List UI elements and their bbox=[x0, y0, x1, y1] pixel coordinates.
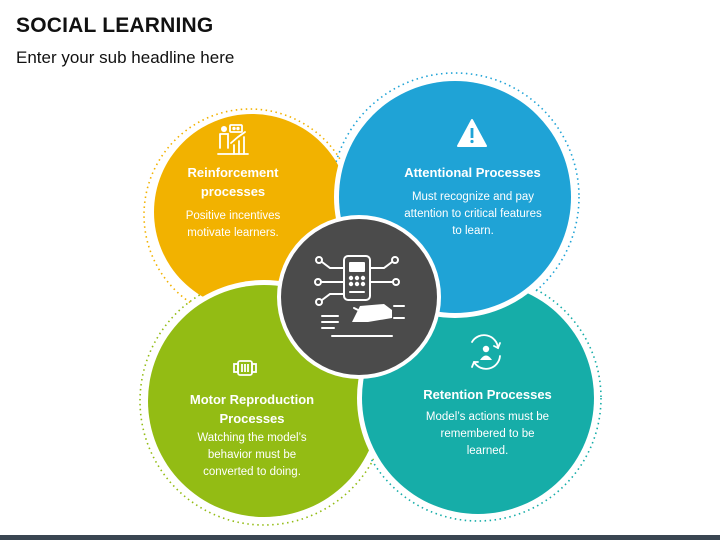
motor-body: Watching the model’s behavior must be co… bbox=[197, 432, 307, 478]
motor-icon bbox=[233, 360, 257, 376]
warning-icon bbox=[457, 119, 487, 147]
motor-heading: Motor Reproduction Processes bbox=[189, 392, 315, 426]
user-cycle-icon bbox=[471, 334, 501, 370]
reinforcement-heading: Reinforcement processes bbox=[187, 165, 279, 199]
ring-blue bbox=[330, 72, 580, 322]
bottom-bar bbox=[0, 535, 720, 540]
presentation-chart-icon bbox=[217, 124, 249, 155]
center-circle bbox=[281, 219, 437, 375]
page-title: SOCIAL LEARNING bbox=[16, 14, 214, 37]
technology-hand-icon bbox=[314, 255, 405, 337]
attentional-heading: Attentional Processes bbox=[404, 165, 541, 180]
page-subtitle: Enter your sub headline here bbox=[16, 48, 235, 67]
retention-body: Model’s actions must be remembered to be… bbox=[425, 411, 550, 457]
reinforcement-body: Positive incentives motivate learners. bbox=[185, 210, 281, 239]
retention-heading: Retention Processes bbox=[423, 387, 552, 402]
attentional-body: Must recognize and pay attention to crit… bbox=[404, 191, 542, 237]
